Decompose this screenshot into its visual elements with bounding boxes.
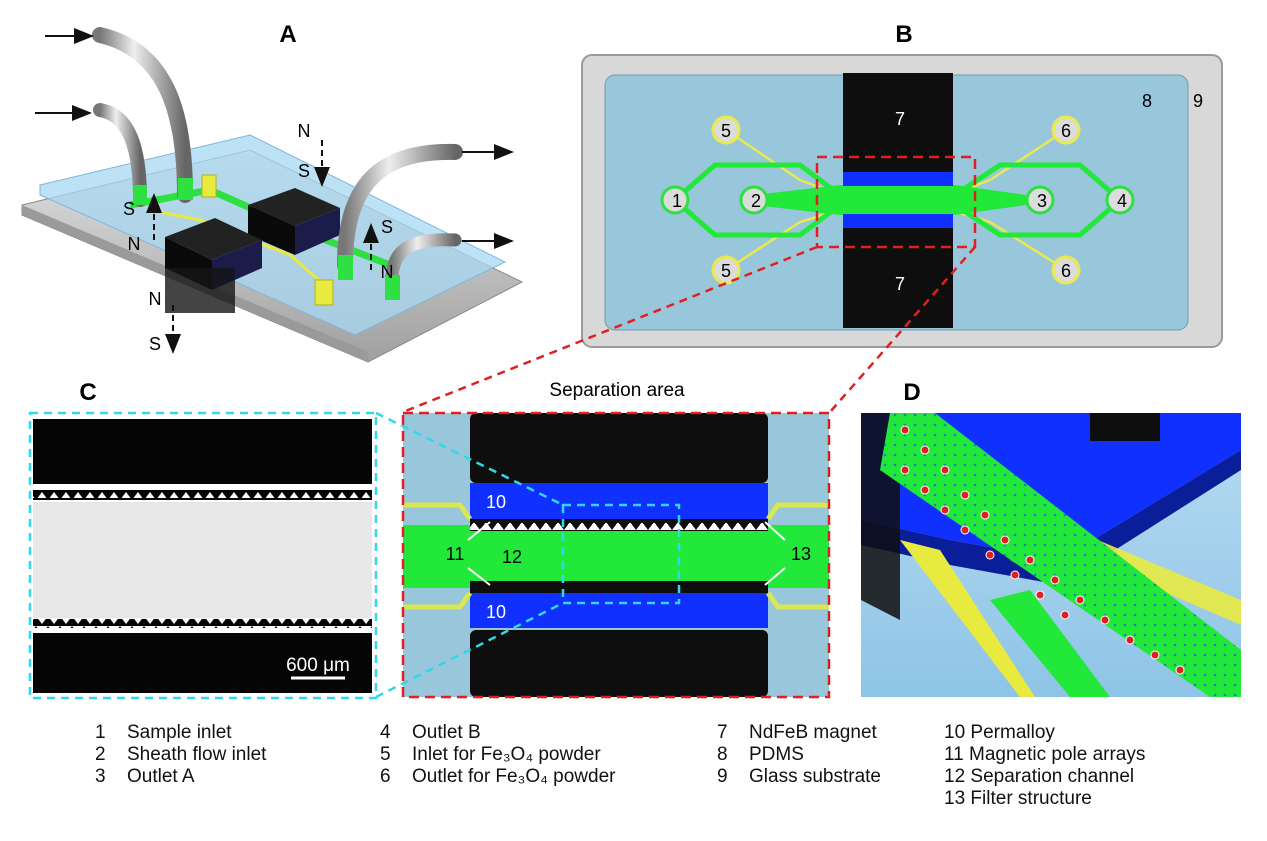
- filter-structure-label: 13: [791, 544, 811, 564]
- panel-a-letter: A: [279, 21, 296, 48]
- permalloy-bottom: [843, 214, 953, 228]
- tube-4: [385, 233, 462, 287]
- permalloy-bottom-zoom: [470, 593, 768, 628]
- legend-item: 10 Permalloy: [944, 722, 1055, 743]
- panel-c: C 600 μm: [28, 379, 378, 700]
- panel-d: D: [861, 379, 1241, 697]
- tube-3: [337, 143, 463, 273]
- pole-label: S: [149, 334, 161, 354]
- zoom-region-outline: [561, 503, 681, 605]
- permalloy-top: [843, 172, 953, 186]
- magnet-3d-left: [165, 218, 262, 260]
- port-label-5-top: 5: [721, 121, 731, 141]
- pole-label: S: [123, 199, 135, 219]
- separation-area-outline: [815, 155, 977, 249]
- permalloy-label-bottom: 10: [486, 602, 506, 622]
- pole-label: N: [298, 121, 311, 141]
- separation-channel: [403, 525, 829, 588]
- port-label-4: 4: [1117, 191, 1127, 211]
- port-label-6-bottom: 6: [1061, 261, 1071, 281]
- pole-label: S: [381, 217, 393, 237]
- pole-array-label: 11: [446, 544, 465, 564]
- panel-b-letter: B: [895, 21, 912, 48]
- port-label-3: 3: [1037, 191, 1047, 211]
- legend-item: 11 Magnetic pole arrays: [944, 744, 1146, 765]
- port-label-6-top: 6: [1061, 121, 1071, 141]
- pole-label: S: [298, 161, 310, 181]
- tube-2: [93, 103, 147, 207]
- tube-1: [92, 27, 193, 203]
- port-markers: [660, 115, 1135, 285]
- separation-channel-label: 12: [502, 547, 522, 567]
- separation-area-frame: [401, 411, 831, 699]
- panel-b: B: [581, 21, 1223, 348]
- micrograph-channel: [33, 502, 372, 619]
- pole-label: N: [149, 289, 162, 309]
- separation-area-title: Separation area: [549, 380, 685, 401]
- port-label-5-bottom: 5: [721, 261, 731, 281]
- panel-d-letter: D: [903, 379, 920, 406]
- panel-a: A N S: [21, 21, 524, 363]
- panel-c-letter: C: [79, 379, 96, 406]
- scale-bar-label: 600 μm: [286, 655, 350, 676]
- permalloy-top-zoom: [470, 483, 768, 519]
- magnet-3d-right: [248, 188, 340, 226]
- port-label-1: 1: [672, 191, 682, 211]
- pole-label: N: [128, 234, 141, 254]
- legend-col-4: 10 Permalloy 11 Magnetic pole arrays 12 …: [944, 722, 1145, 810]
- pole-label: N: [381, 262, 394, 282]
- legend-item: 13 Filter structure: [944, 788, 1092, 809]
- magnet-label-bottom: 7: [895, 274, 905, 294]
- permalloy-label-top: 10: [486, 492, 506, 512]
- magnet-7-bottom: [843, 228, 953, 328]
- particles: [900, 425, 1185, 675]
- separation-area: Separation area 10 10 11 12 13: [401, 380, 831, 699]
- magnet-label-top: 7: [895, 109, 905, 129]
- port-label-2: 2: [751, 191, 761, 211]
- legend-item: 12 Separation channel: [944, 766, 1135, 787]
- glass-label: 9: [1193, 91, 1203, 111]
- pdms-label: 8: [1142, 91, 1152, 111]
